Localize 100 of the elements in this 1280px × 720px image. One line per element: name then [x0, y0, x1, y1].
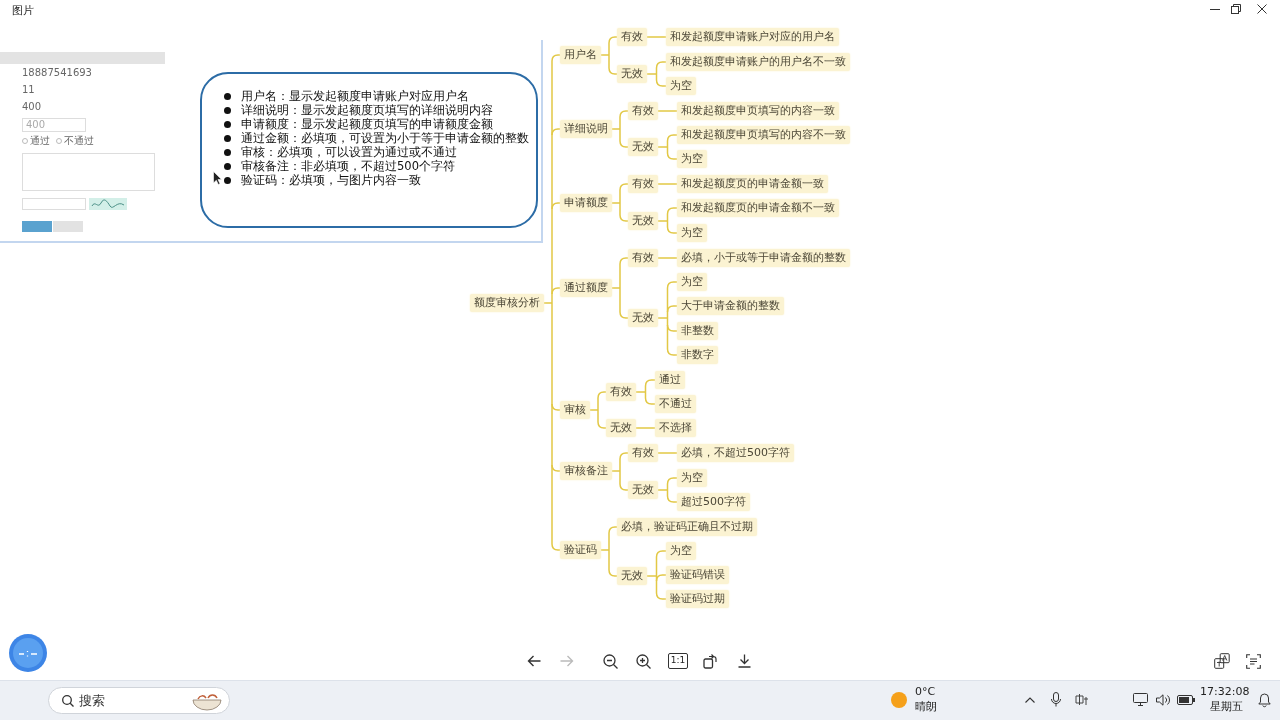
- connector-line: [619, 140, 629, 148]
- connector-line: [657, 483, 669, 497]
- connector-line: [666, 305, 678, 313]
- connector-line: [551, 464, 561, 472]
- topic-box: 必填，小于或等于申请金额的整数: [677, 249, 850, 267]
- topic-box: 验证码过期: [666, 590, 729, 608]
- topic-box: 申请额度: [560, 194, 612, 212]
- connector-line: [655, 574, 667, 582]
- connector-line: [600, 42, 610, 69]
- time-text: 17:32:08: [1200, 685, 1250, 698]
- connector-line: [589, 397, 599, 423]
- bullet-text: 验证码：必填项，与图片内容一致: [241, 173, 421, 187]
- connector-line: [666, 207, 678, 215]
- connector-line: [666, 324, 678, 332]
- topic-box: 为空: [677, 224, 707, 242]
- connector-line: [666, 477, 678, 485]
- connector-line: [657, 213, 669, 228]
- date-text: 星期五: [1210, 700, 1243, 713]
- connector-line: [657, 452, 678, 454]
- window-title: 图片: [12, 4, 34, 18]
- topic-box: 不通过: [655, 395, 696, 413]
- connector-line: [611, 116, 621, 142]
- connector-line: [666, 281, 678, 289]
- topic-box: 审核: [560, 401, 590, 419]
- connector-line: [551, 543, 561, 551]
- bullet-text: 申请额度：显示发起额度页填写的申请额度金额: [241, 117, 493, 131]
- connector-line: [608, 67, 618, 75]
- topic-box: 和发起额度申请账户对应的用户名: [666, 28, 839, 46]
- topic-box: 有效: [617, 28, 647, 46]
- topic-box: 和发起额度页的申请金额一致: [677, 175, 828, 193]
- connector-line: [619, 311, 629, 319]
- connector-line: [655, 79, 667, 87]
- topic-box: 无效: [628, 212, 658, 230]
- connector-line: [551, 403, 561, 411]
- topic-box: 通过额度: [560, 279, 612, 297]
- topic-box: 无效: [606, 419, 636, 437]
- radio-label: 通过: [30, 135, 50, 147]
- bullet-text: 详细说明：显示发起额度页填写的详细说明内容: [241, 103, 493, 117]
- connector-line: [619, 183, 629, 191]
- topic-box: 用户名: [560, 46, 601, 64]
- topic-box: 详细说明: [560, 120, 612, 138]
- temperature-text: 0°C: [915, 685, 936, 698]
- topic-box: 为空: [677, 469, 707, 487]
- topic-box: 无效: [617, 65, 647, 83]
- topic-box: 和发起额度页的申请金额不一致: [677, 199, 839, 217]
- connector-line: [597, 421, 607, 429]
- connector-line: [611, 189, 621, 216]
- connector-line: [657, 183, 678, 185]
- connector-line: [646, 67, 658, 81]
- connector-line: [543, 60, 553, 545]
- topic-box: 有效: [628, 249, 658, 267]
- topic-box: 为空: [666, 542, 696, 560]
- connector-line: [597, 391, 607, 399]
- connector-line: [551, 54, 561, 62]
- topic-box: 审核备注: [560, 462, 612, 480]
- topic-box: 必填，不超过500字符: [677, 444, 794, 462]
- connector-line: [635, 427, 656, 429]
- topic-box: 必填，验证码正确且不过期: [617, 518, 757, 536]
- connector-line: [666, 226, 678, 234]
- root-topic: 额度审核分析: [470, 294, 544, 312]
- weather-text: 晴朗: [915, 700, 937, 713]
- topic-box: 有效: [628, 175, 658, 193]
- bullet-text: 审核：必填项，可以设置为通过或不通过: [241, 145, 457, 159]
- input-field: 400: [22, 118, 86, 132]
- connector-line: [646, 556, 658, 594]
- connector-line: [619, 110, 629, 118]
- topic-box: 验证码错误: [666, 566, 729, 584]
- connector-line: [657, 140, 669, 154]
- topic-box: 和发起额度申请账户的用户名不一致: [666, 53, 850, 71]
- connector-line: [619, 257, 629, 265]
- topic-box: 无效: [617, 567, 647, 585]
- connector-line: [644, 379, 656, 387]
- radio-label: 不通过: [64, 135, 94, 147]
- connector-line: [551, 202, 561, 210]
- topic-box: 为空: [666, 77, 696, 95]
- connector-line: [646, 36, 667, 38]
- topic-box: 非数字: [677, 346, 718, 364]
- topic-box: 有效: [606, 383, 636, 401]
- connector-line: [551, 287, 561, 295]
- connector-line: [655, 61, 667, 69]
- topic-box: 非整数: [677, 322, 718, 340]
- connector-line: [619, 483, 629, 491]
- connector-line: [608, 569, 618, 577]
- connector-line: [619, 452, 629, 460]
- connector-line: [551, 128, 561, 136]
- topic-box: 有效: [628, 102, 658, 120]
- connector-line: [608, 36, 618, 44]
- connector-line: [600, 532, 610, 571]
- bullet-text: 通过金额：必填项，可设置为小于等于申请金额的整数: [241, 131, 529, 145]
- field-value: 11: [22, 84, 35, 96]
- topic-box: 大于申请金额的整数: [677, 297, 784, 315]
- connector-line: [611, 263, 621, 313]
- connector-line: [611, 458, 621, 485]
- topic-box: 通过: [655, 371, 685, 389]
- bullet-text: 审核备注：非必填项，不超过500个字符: [241, 159, 455, 173]
- search-field: 搜索: [48, 687, 230, 714]
- topic-box: 无效: [628, 309, 658, 327]
- topic-box: 验证码: [560, 541, 601, 559]
- connector-line: [657, 257, 678, 259]
- bullet-text: 用户名：显示发起额度申请账户对应用户名: [241, 89, 469, 103]
